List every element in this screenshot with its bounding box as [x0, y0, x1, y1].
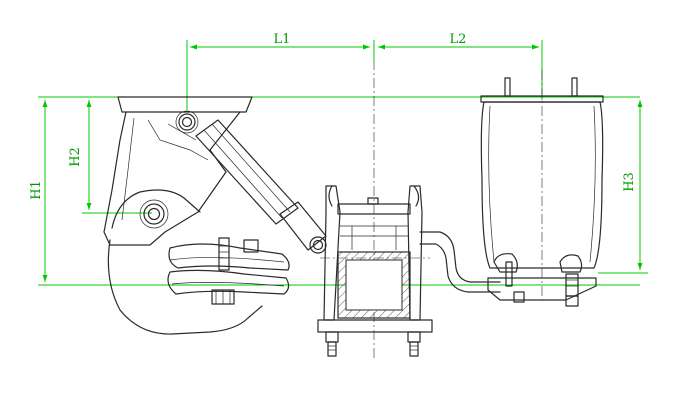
seat-ears	[328, 185, 420, 207]
u-bolt-left-nut	[325, 331, 339, 343]
u-bolt-right-nut	[407, 331, 421, 343]
shock-lower-bolt-inner	[312, 239, 324, 251]
airbag-piston-right	[559, 254, 583, 273]
airbag-bellow-shade-left	[488, 105, 495, 263]
shock-absorber	[195, 119, 327, 254]
airbag-bottom-nut-left	[513, 291, 525, 303]
airbag-stud-left	[504, 77, 511, 97]
airbag-bellow	[480, 101, 604, 269]
clamp-bolt-upper	[218, 237, 230, 271]
seat-top-bolt	[367, 197, 379, 205]
shock-upper-bolt-inner	[181, 116, 193, 128]
shock-body	[195, 119, 299, 225]
trailing-arm	[107, 189, 290, 335]
hanger-body	[103, 111, 241, 246]
spring-leaf-line-2	[171, 282, 285, 287]
h3-label: H3	[622, 172, 637, 192]
airbag-stud-right	[571, 77, 578, 97]
h1-label: H1	[29, 180, 44, 200]
pivot-bushing-outer	[143, 203, 165, 225]
seat-top-bridge	[337, 203, 411, 215]
airbag-bottom-bolt-left	[505, 261, 513, 287]
hanger-bracket	[103, 96, 253, 246]
l2-label: L2	[450, 32, 467, 47]
shock-body-line-2	[211, 123, 291, 213]
dimension-lines	[38, 40, 648, 286]
pivot-bushing-inner	[147, 207, 161, 221]
airbag-piston-left	[493, 253, 518, 273]
shock-upper-bolt	[178, 113, 196, 131]
axle-seat	[317, 185, 501, 357]
shock-lower-bolt	[309, 236, 327, 254]
u-bolt-right-thread	[409, 341, 419, 357]
shock-upper-bushing	[175, 110, 199, 134]
hanger-top-plate	[117, 96, 253, 113]
arm-upper-contour	[111, 189, 201, 229]
hanger-web-line	[147, 119, 209, 161]
bottom-clamp-plate	[317, 319, 433, 333]
air-spring	[480, 77, 604, 307]
airbag-bellow-shade-right	[589, 105, 596, 263]
l1-label: L1	[274, 32, 291, 47]
arm-extension-upper	[419, 231, 501, 283]
hanger-inner-edge	[121, 117, 135, 221]
pivot-bushing-ring	[139, 199, 169, 229]
arm-lower-contour	[107, 239, 263, 335]
spring-leaf-lower	[167, 269, 290, 295]
u-bolt-left-thread	[327, 341, 337, 357]
arm-extension-lower	[419, 243, 501, 293]
airbag-bottom-nut-right	[565, 295, 579, 307]
shock-body-line	[203, 129, 283, 219]
h2-label: H2	[68, 147, 83, 167]
axle-hollow	[345, 259, 403, 311]
spring-leaf-upper	[168, 243, 290, 271]
clamp-nut-small	[243, 239, 259, 253]
shock-lower-tube	[279, 201, 327, 251]
